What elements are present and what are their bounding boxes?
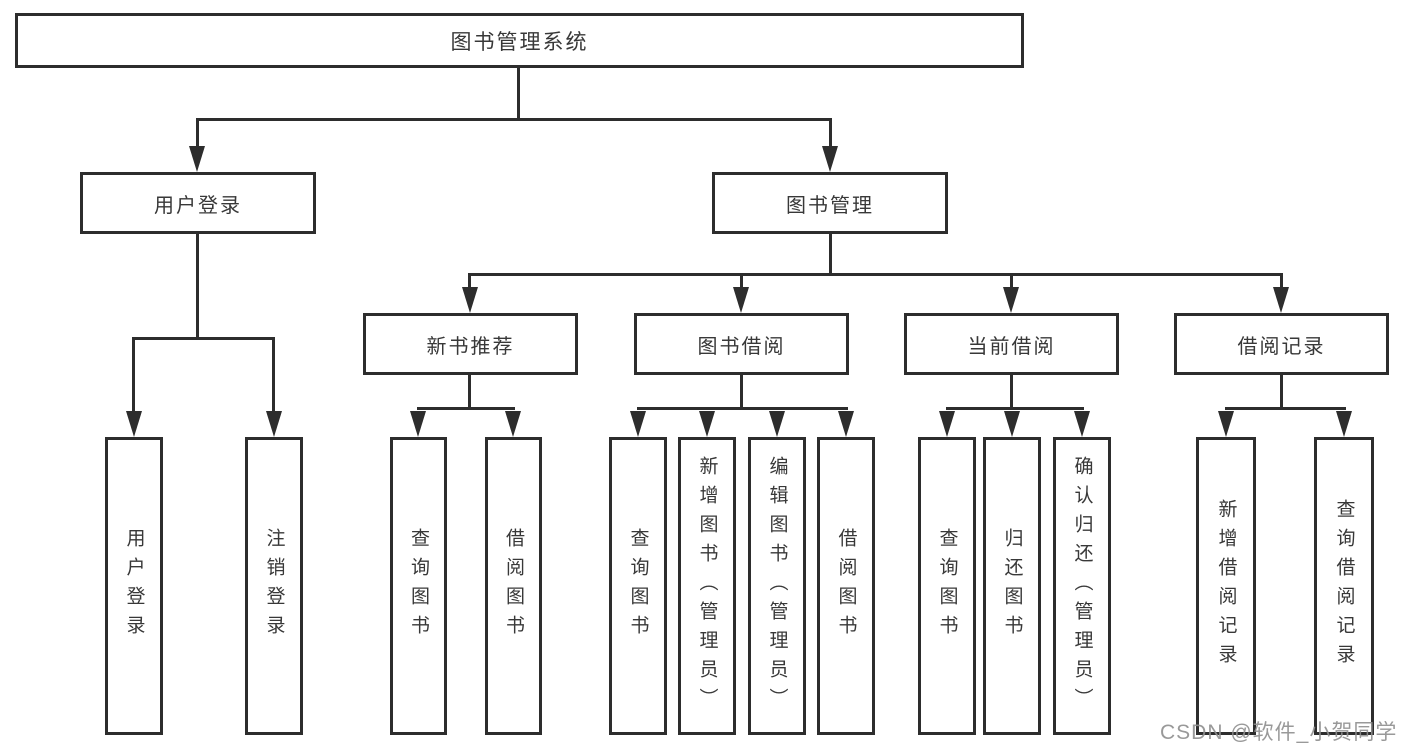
- node-logout-leaf: 注销登录: [245, 437, 303, 735]
- node-current-borrow: 当前借阅: [904, 313, 1119, 375]
- node-recommend-borrow-books: 借阅图书: [485, 437, 542, 735]
- edge-to-book-borrow: [740, 273, 743, 291]
- arrowhead-current-confirm: [1074, 411, 1090, 437]
- edge-records-bar: [1225, 407, 1346, 410]
- node-borrow-records: 借阅记录: [1174, 313, 1389, 375]
- arrowhead-recommend-borrow: [505, 411, 521, 437]
- node-recommend-query-books: 查询图书: [390, 437, 447, 735]
- arrowhead-book-borrow: [733, 287, 749, 313]
- edge-recommend-stem: [468, 375, 471, 410]
- node-new-book-recommend: 新书推荐: [363, 313, 578, 375]
- node-records-add-record: 新增借阅记录: [1196, 437, 1256, 735]
- arrowhead-borrow-records: [1273, 287, 1289, 313]
- node-user-login: 用户登录: [80, 172, 316, 234]
- node-borrow-add-books-admin: 新增图书（管理员）: [678, 437, 736, 735]
- node-library-management-system: 图书管理系统: [15, 13, 1024, 68]
- edge-to-logout-leaf: [272, 337, 275, 413]
- node-records-query-record: 查询借阅记录: [1314, 437, 1374, 735]
- arrowhead-book-management: [822, 146, 838, 172]
- edge-records-stem: [1280, 375, 1283, 410]
- node-book-management: 图书管理: [712, 172, 948, 234]
- edge-root-stem: [517, 68, 520, 121]
- arrowhead-current-query: [939, 411, 955, 437]
- arrowhead-records-query: [1336, 411, 1352, 437]
- edge-book-mgmt-stem: [829, 234, 832, 276]
- edge-to-current-borrow: [1010, 273, 1013, 291]
- arrowhead-borrow-query: [630, 411, 646, 437]
- node-user-login-leaf: 用户登录: [105, 437, 163, 735]
- edge-current-stem: [1010, 375, 1013, 410]
- edge-borrow-bar: [637, 407, 848, 410]
- arrowhead-user-login: [189, 146, 205, 172]
- node-borrow-borrow-books: 借阅图书: [817, 437, 875, 735]
- edge-root-to-book-management: [829, 118, 832, 148]
- arrowhead-logout-leaf: [266, 411, 282, 437]
- arrowhead-records-add: [1218, 411, 1234, 437]
- node-borrow-query-books: 查询图书: [609, 437, 667, 735]
- arrowhead-current-return: [1004, 411, 1020, 437]
- node-book-borrow: 图书借阅: [634, 313, 849, 375]
- edge-borrow-stem: [740, 375, 743, 410]
- edge-current-bar: [946, 407, 1084, 410]
- arrowhead-borrow-add: [699, 411, 715, 437]
- edge-book-mgmt-bar: [469, 273, 1282, 276]
- edge-to-new-book-recommend: [468, 273, 471, 291]
- arrowhead-new-book-recommend: [462, 287, 478, 313]
- arrowhead-login-leaf: [126, 411, 142, 437]
- csdn-watermark: CSDN @软件_小贺同学: [1160, 721, 1398, 744]
- node-current-return-books: 归还图书: [983, 437, 1041, 735]
- edge-recommend-bar: [417, 407, 515, 410]
- edge-user-login-bar: [133, 337, 275, 340]
- edge-to-login-leaf: [132, 337, 135, 413]
- edge-user-login-stem: [196, 234, 199, 340]
- arrowhead-current-borrow: [1003, 287, 1019, 313]
- edge-root-bar: [196, 118, 832, 121]
- edge-root-to-user-login: [196, 118, 199, 148]
- arrowhead-borrow-borrow: [838, 411, 854, 437]
- edge-to-borrow-records: [1280, 273, 1283, 291]
- arrowhead-borrow-edit: [769, 411, 785, 437]
- node-current-confirm-return-admin: 确认归还（管理员）: [1053, 437, 1111, 735]
- arrowhead-recommend-query: [410, 411, 426, 437]
- node-borrow-edit-books-admin: 编辑图书（管理员）: [748, 437, 806, 735]
- node-current-query-books: 查询图书: [918, 437, 976, 735]
